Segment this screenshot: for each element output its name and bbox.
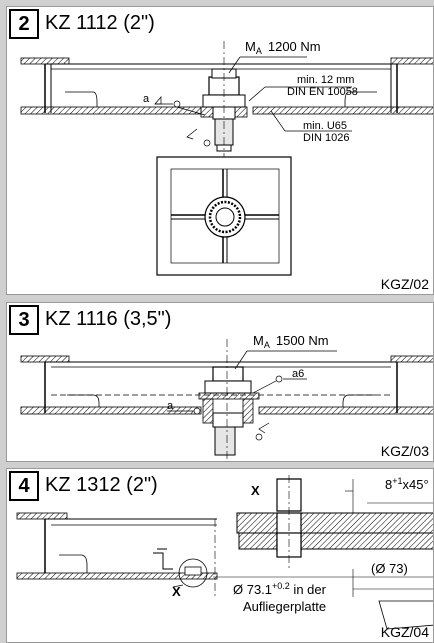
panel-kz1312: X X 8+1x45° Ø 73.1+0.2 in der Aufliegerp… <box>6 468 434 643</box>
svg-text:Ø 73.1+0.2 in der: Ø 73.1+0.2 in der <box>233 581 327 597</box>
chamfer-tolerance: +1 <box>392 476 402 486</box>
panel-title: KZ 1112 (2") <box>45 11 155 34</box>
panel-header: 2 KZ 1112 (2") <box>7 7 155 39</box>
diameter-reference: (Ø 73) <box>371 561 408 576</box>
diameter-tolerance: +0.2 <box>272 581 290 591</box>
weld-a6-label: a6 <box>292 368 304 380</box>
weld-a-label: a <box>167 400 174 412</box>
chamfer-value: 8 <box>385 477 392 492</box>
detail-marker-x: X <box>172 584 181 599</box>
panel-title: KZ 1116 (3,5") <box>45 307 172 330</box>
diameter-value: Ø 73.1 <box>233 582 272 597</box>
drawing-kz1112: MA 1200 Nm a min. 12 mm DIN EN 10058 min.… <box>20 39 433 276</box>
profile-spec-1: min. U65 <box>303 120 347 132</box>
torque-symbol: M <box>253 333 264 348</box>
drawing-kz1116: MA 1500 Nm a6 a <box>20 333 433 461</box>
panel-number: 3 <box>9 305 39 335</box>
drawing-reference: KGZ/03 <box>380 443 429 459</box>
panel-kz1112: MA 1200 Nm a min. 12 mm DIN EN 10058 min.… <box>6 6 434 295</box>
plate-spec-2: DIN EN 10058 <box>287 86 358 98</box>
torque-subscript: A <box>256 46 262 56</box>
panel-number: 4 <box>9 471 39 501</box>
weld-label: a <box>143 93 150 105</box>
detail-title-x: X <box>251 483 260 498</box>
panel-header: 4 KZ 1312 (2") <box>7 469 158 501</box>
panel-header: 3 KZ 1116 (3,5") <box>7 303 171 335</box>
drawing-kz1312: X X 8+1x45° Ø 73.1+0.2 in der Aufliegerp… <box>16 475 433 630</box>
panel-title: KZ 1312 (2") <box>45 473 158 496</box>
torque-subscript: A <box>264 340 270 350</box>
plate-spec-1: min. 12 mm <box>297 74 354 86</box>
drawing-reference: KGZ/04 <box>380 624 429 640</box>
torque-value: 1200 Nm <box>268 39 321 54</box>
panel-number: 2 <box>9 9 39 39</box>
diameter-note-line2: Aufliegerplatte <box>243 599 326 614</box>
svg-text:8+1x45°: 8+1x45° <box>385 476 429 492</box>
panel-kz1116: MA 1500 Nm a6 a 3 KZ 1116 (3,5") KGZ/03 <box>6 302 434 462</box>
torque-value: 1500 Nm <box>276 333 329 348</box>
diameter-note: in der <box>290 582 327 597</box>
chamfer-angle: x45° <box>403 477 429 492</box>
torque-symbol: M <box>245 39 256 54</box>
drawing-reference: KGZ/02 <box>380 276 429 292</box>
profile-spec-2: DIN 1026 <box>303 132 349 144</box>
